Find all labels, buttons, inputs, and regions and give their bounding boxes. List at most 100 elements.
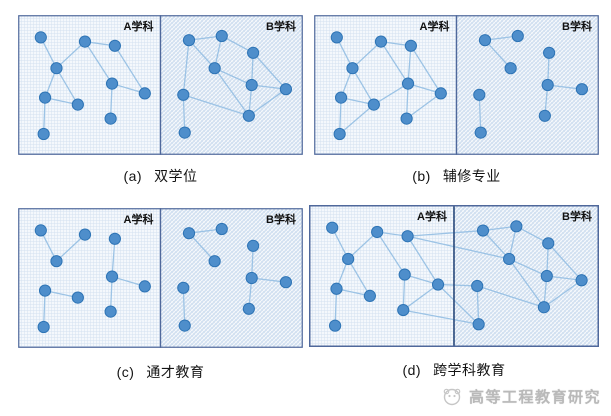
- graph-edge: [214, 67, 250, 117]
- graph-edge: [252, 52, 287, 90]
- graph-node: [330, 31, 343, 44]
- network-diagram-double-degree: A学科 B学科: [18, 15, 303, 155]
- graph-edge: [188, 39, 216, 69]
- graph-node: [434, 87, 447, 100]
- graph-edge: [84, 41, 113, 84]
- graph-node: [104, 305, 117, 318]
- graph-node: [71, 98, 84, 111]
- graph-node: [215, 222, 228, 236]
- graph-node: [138, 280, 151, 293]
- graph-node: [473, 88, 486, 101]
- graph-node: [182, 34, 196, 47]
- graph-node: [279, 83, 292, 96]
- discipline-b-label: B学科: [266, 212, 296, 226]
- graph-node: [34, 31, 47, 44]
- network-diagram-minor-major: A学科 B学科: [314, 15, 599, 155]
- graph-edge: [543, 279, 582, 308]
- discipline-b-label: B学科: [562, 19, 592, 33]
- graph-node: [71, 291, 84, 304]
- panel-caption: (a)双学位: [18, 166, 303, 186]
- graph-node: [177, 88, 190, 101]
- graph-node: [398, 268, 411, 281]
- graph-node: [279, 276, 292, 289]
- graph-edge: [508, 258, 545, 308]
- watermark-logo-icon: [443, 388, 461, 406]
- graph-node: [78, 35, 92, 48]
- graph-edge: [111, 238, 116, 277]
- graph-node: [178, 319, 191, 332]
- graph-node: [104, 112, 117, 125]
- graph-node: [374, 35, 388, 48]
- graph-node: [401, 230, 414, 243]
- graph-edge: [334, 288, 338, 326]
- graph-node: [326, 221, 339, 234]
- graph-node: [247, 46, 260, 59]
- discipline-a-label: A学科: [124, 19, 154, 33]
- caption-text: 双学位: [154, 168, 198, 184]
- panel-generalist-education: A学科 B学科 (c) 通才教育: [18, 208, 303, 382]
- graph-node: [400, 112, 413, 125]
- caption-index: (c): [116, 364, 135, 380]
- graph-node: [431, 278, 445, 291]
- graph-edge: [380, 41, 409, 84]
- graph-edge: [55, 67, 79, 105]
- graph-edge: [214, 67, 252, 86]
- graph-node: [401, 77, 415, 90]
- graph-node: [397, 303, 410, 317]
- graph-node: [182, 227, 196, 240]
- graph-edge: [352, 41, 382, 69]
- graph-node: [342, 252, 355, 266]
- graph-node: [138, 87, 151, 100]
- graph-edge: [56, 41, 86, 69]
- graph-node: [177, 281, 190, 294]
- graph-node: [543, 46, 556, 59]
- graph-node: [540, 269, 553, 283]
- graph-node: [478, 34, 492, 47]
- graph-node: [242, 302, 255, 315]
- graph-edge: [248, 88, 287, 117]
- graph-node: [511, 29, 524, 43]
- watermark: 高等工程教育研究: [441, 383, 601, 409]
- graph-edge: [182, 40, 190, 95]
- graph-node: [474, 126, 487, 139]
- graph-edge: [484, 39, 512, 69]
- graph-edge: [339, 104, 375, 135]
- graph-edge: [407, 229, 484, 237]
- graph-node: [208, 62, 221, 75]
- graph-node: [334, 91, 348, 104]
- caption-text: 通才教育: [146, 364, 205, 380]
- graph-edge: [407, 235, 510, 260]
- graph-edge: [182, 287, 186, 326]
- graph-edge: [476, 285, 480, 325]
- discipline-b-label: B学科: [562, 209, 592, 223]
- caption-text: 辅修专业: [442, 168, 501, 184]
- graph-edge: [182, 94, 186, 133]
- graph-edge: [376, 231, 406, 275]
- graph-edge: [407, 45, 412, 84]
- graph-node: [329, 319, 342, 332]
- graph-node: [178, 126, 191, 139]
- graph-edge: [477, 285, 545, 308]
- discipline-a-label: A学科: [124, 212, 154, 226]
- graph-node: [245, 271, 258, 285]
- graph-node: [330, 282, 343, 295]
- graph-node: [367, 98, 380, 111]
- graph-node: [503, 252, 516, 266]
- graph-edge: [407, 235, 439, 285]
- graph-node: [504, 62, 517, 75]
- graph-node: [78, 228, 92, 241]
- graph-node: [50, 62, 63, 75]
- graph-node: [245, 78, 258, 92]
- graph-node: [38, 284, 52, 297]
- graph-node: [575, 83, 588, 96]
- graph-node: [538, 109, 551, 122]
- panel-caption: (b)辅修专业: [314, 166, 599, 186]
- graph-edge: [438, 283, 478, 287]
- discipline-a-label: A学科: [420, 19, 450, 33]
- graph-node: [575, 274, 588, 287]
- graph-edge: [183, 94, 250, 117]
- graph-node: [242, 109, 255, 122]
- discipline-b-label: B学科: [266, 19, 296, 33]
- graph-node: [105, 77, 119, 90]
